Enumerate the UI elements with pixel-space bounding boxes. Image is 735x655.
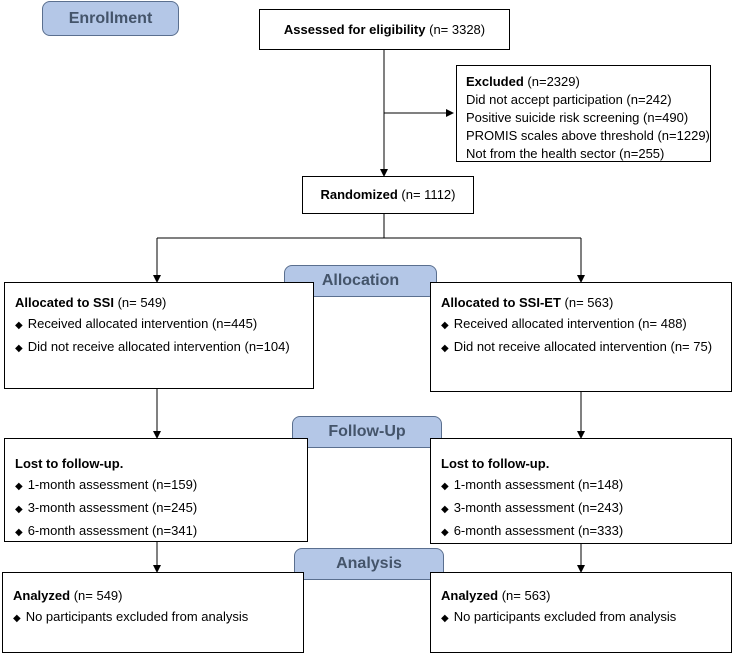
analysis-left-item: No participants excluded from analysis xyxy=(25,609,249,624)
analysis-left-count: (n= 549) xyxy=(73,588,123,603)
followup-left-label: Lost to follow-up. xyxy=(15,456,124,471)
allocation-right-count: (n= 563) xyxy=(564,295,614,310)
excluded-count: (n=2329) xyxy=(527,74,580,89)
followup-right-label: Lost to follow-up. xyxy=(441,456,550,471)
allocation-left-item: Did not receive allocated intervention (… xyxy=(27,339,290,354)
stage-enrollment-label: Enrollment xyxy=(68,9,153,27)
bullet-icon: ◆ xyxy=(441,504,449,515)
bullet-icon: ◆ xyxy=(13,613,21,624)
followup-right-box: Lost to follow-up. ◆ 1-month assessment (… xyxy=(430,438,732,544)
assessed-box: Assessed for eligibility (n= 3328) xyxy=(259,9,510,50)
bullet-icon: ◆ xyxy=(441,481,449,492)
followup-right-item: 3-month assessment (n=243) xyxy=(453,500,624,515)
bullet-icon: ◆ xyxy=(15,343,23,354)
followup-right-item: 6-month assessment (n=333) xyxy=(453,523,624,538)
allocation-right-item: Did not receive allocated intervention (… xyxy=(453,339,713,354)
followup-left-item: 6-month assessment (n=341) xyxy=(27,523,198,538)
analysis-left-box: Analyzed (n= 549) ◆ No participants exclu… xyxy=(2,572,304,653)
followup-right-item: 1-month assessment (n=148) xyxy=(453,477,624,492)
assessed-label: Assessed for eligibility xyxy=(283,21,426,37)
excluded-reason: Did not accept participation (n=242) xyxy=(466,92,672,107)
allocation-left-label: Allocated to SSI xyxy=(15,295,114,310)
bullet-icon: ◆ xyxy=(441,320,449,331)
followup-left-box: Lost to follow-up. ◆ 1-month assessment (… xyxy=(4,438,308,542)
excluded-reason: Not from the health sector (n=255) xyxy=(466,146,665,161)
bullet-icon: ◆ xyxy=(15,320,23,331)
allocation-left-count: (n= 549) xyxy=(117,295,167,310)
analysis-right-item: No participants excluded from analysis xyxy=(453,609,677,624)
stage-enrollment: Enrollment xyxy=(42,1,179,36)
allocation-right-label: Allocated to SSI-ET xyxy=(441,295,561,310)
excluded-reason: Positive suicide risk screening (n=490) xyxy=(466,110,689,125)
analysis-right-label: Analyzed xyxy=(441,588,499,603)
excluded-reason: PROMIS scales above threshold (n=1229) xyxy=(466,128,710,143)
stage-allocation-label: Allocation xyxy=(321,272,400,289)
randomized-count: (n= 1112) xyxy=(401,187,456,202)
bullet-icon: ◆ xyxy=(15,481,23,492)
followup-left-item: 3-month assessment (n=245) xyxy=(27,500,198,515)
allocation-left-item: Received allocated intervention (n=445) xyxy=(27,316,258,331)
randomized-label: Randomized xyxy=(320,187,398,202)
excluded-label: Excluded xyxy=(466,74,524,89)
allocation-left-box: Allocated to SSI (n= 549) ◆ Received allo… xyxy=(4,282,314,389)
stage-allocation: Allocation xyxy=(284,265,437,297)
stage-analysis: Analysis xyxy=(294,548,444,580)
stage-followup: Follow-Up xyxy=(292,416,442,448)
bullet-icon: ◆ xyxy=(15,504,23,515)
analysis-left-label: Analyzed xyxy=(13,588,71,603)
analysis-right-count: (n= 563) xyxy=(501,588,551,603)
bullet-icon: ◆ xyxy=(441,343,449,354)
bullet-icon: ◆ xyxy=(441,527,449,538)
followup-left-item: 1-month assessment (n=159) xyxy=(27,477,198,492)
stage-analysis-label: Analysis xyxy=(336,555,402,572)
excluded-box: Excluded (n=2329) Did not accept partici… xyxy=(456,65,711,162)
randomized-box: Randomized (n= 1112) xyxy=(302,176,474,214)
analysis-right-box: Analyzed (n= 563) ◆ No participants exclu… xyxy=(430,572,732,653)
allocation-right-item: Received allocated intervention (n= 488) xyxy=(453,316,687,331)
assessed-count: (n= 3328) xyxy=(429,21,486,37)
allocation-right-box: Allocated to SSI-ET (n= 563) ◆ Received a… xyxy=(430,282,732,392)
stage-followup-label: Follow-Up xyxy=(328,423,406,440)
bullet-icon: ◆ xyxy=(441,613,449,624)
bullet-icon: ◆ xyxy=(15,527,23,538)
